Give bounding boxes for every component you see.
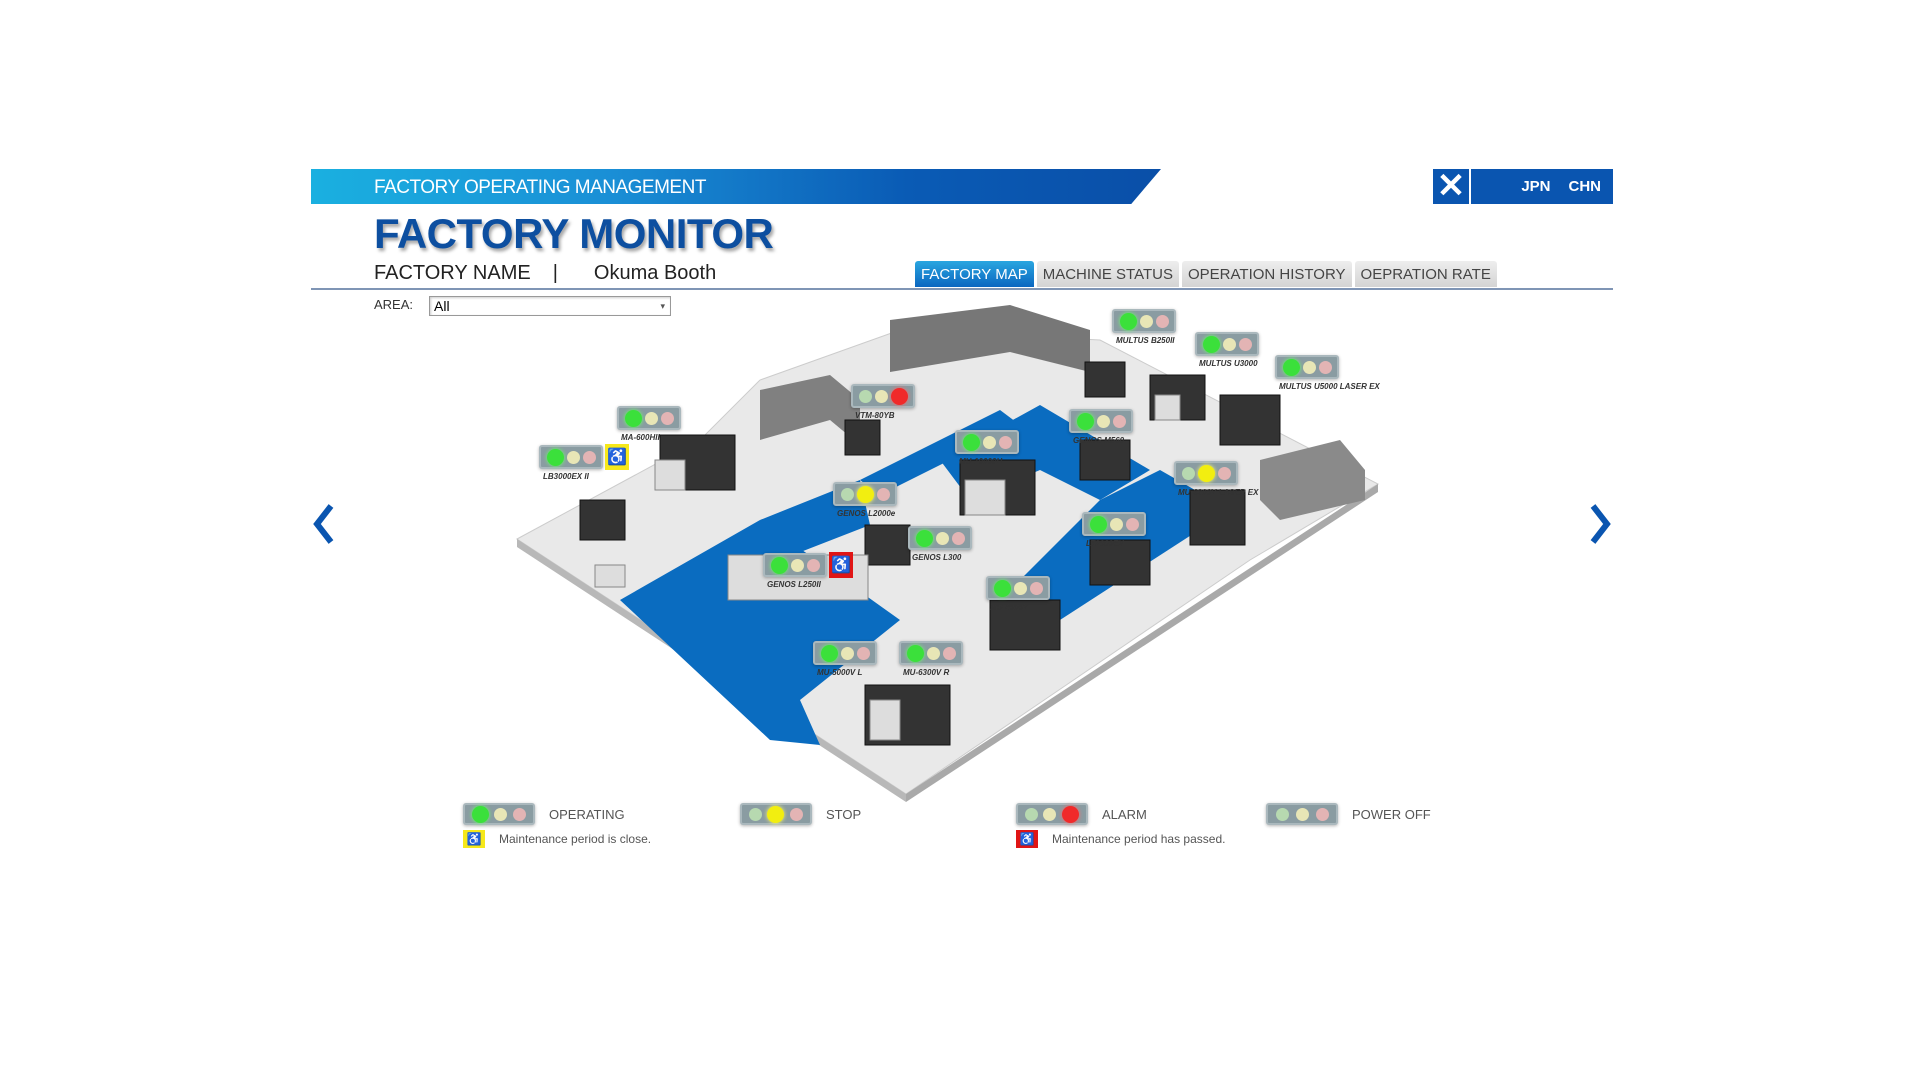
legend-label: POWER OFF bbox=[1352, 806, 1431, 822]
signal-light-operating[interactable] bbox=[1112, 309, 1176, 333]
machine-label: MU-6300V R bbox=[903, 668, 950, 677]
wall bbox=[1260, 440, 1365, 520]
machine bbox=[579, 499, 626, 541]
machine bbox=[1089, 539, 1151, 586]
wall bbox=[760, 375, 860, 445]
signal-light-stop[interactable] bbox=[833, 482, 897, 506]
machine-front bbox=[594, 564, 626, 588]
machine-front bbox=[964, 479, 1006, 516]
legend-label: ALARM bbox=[1102, 806, 1147, 822]
legend-maintenance-passed: ♿ Maintenance period has passed. bbox=[1016, 830, 1225, 848]
area-select[interactable]: All ▾ bbox=[429, 296, 671, 316]
area-select-value: All bbox=[434, 298, 450, 314]
machine bbox=[844, 419, 881, 456]
page-title: FACTORY MONITOR bbox=[374, 210, 774, 257]
signal-light-icon bbox=[1266, 803, 1338, 825]
machine-label: MULTUS B250II bbox=[1116, 336, 1175, 345]
machine-label: MULTUS U3000 bbox=[1199, 359, 1258, 368]
factory-name-label: FACTORY NAME bbox=[374, 262, 531, 284]
legend-label: Maintenance period has passed. bbox=[1052, 832, 1226, 846]
machine bbox=[1219, 394, 1281, 446]
machine-label: MU-4000V bbox=[990, 603, 1029, 612]
maintenance-close-icon: ♿ bbox=[463, 830, 485, 848]
machine-label: LT2000EX bbox=[1086, 539, 1124, 548]
legend-power-off: POWER OFF bbox=[1266, 803, 1431, 825]
factory-name-row: FACTORY NAME | Okuma Booth bbox=[374, 262, 716, 285]
machine-label: LB3000EX II bbox=[543, 472, 589, 481]
machine-front bbox=[1154, 394, 1181, 421]
machine bbox=[864, 524, 911, 566]
dropdown-caret-icon: ▾ bbox=[660, 301, 665, 311]
signal-light-operating[interactable] bbox=[1069, 409, 1133, 433]
machine-label: MA-600HII bbox=[621, 433, 660, 442]
tab-bar: FACTORY MAP MACHINE STATUS OPERATION HIS… bbox=[915, 261, 1497, 287]
language-switcher: JPN CHN bbox=[1471, 169, 1613, 204]
signal-light-stop[interactable] bbox=[1174, 461, 1238, 485]
previous-arrow-icon[interactable] bbox=[311, 502, 335, 546]
language-chn[interactable]: CHN bbox=[1568, 178, 1602, 195]
machine-front bbox=[654, 459, 686, 491]
machine-label: MULTUS U5000 LASER EX bbox=[1279, 382, 1380, 391]
wall bbox=[890, 305, 1090, 372]
signal-light-operating[interactable] bbox=[617, 406, 681, 430]
banner-text: FACTORY OPERATING MANAGEMENT bbox=[374, 177, 706, 198]
machine-label: GENOS L2000e bbox=[837, 509, 896, 518]
machine bbox=[1079, 439, 1131, 481]
signal-light-alarm[interactable] bbox=[851, 384, 915, 408]
maintenance-passed-icon: ♿ bbox=[1016, 830, 1038, 848]
signal-light-icon bbox=[740, 803, 812, 825]
legend-stop: STOP bbox=[740, 803, 861, 825]
legend-label: OPERATING bbox=[549, 806, 625, 822]
close-button[interactable]: ✕ bbox=[1433, 169, 1471, 204]
legend-maintenance-close: ♿ Maintenance period is close. bbox=[463, 830, 651, 848]
signal-light-operating[interactable] bbox=[763, 553, 827, 577]
signal-light-operating[interactable] bbox=[986, 576, 1050, 600]
maintenance-close-icon[interactable]: ♿ bbox=[605, 444, 629, 470]
machine-label: MU-6300V LASER EX bbox=[1178, 488, 1259, 497]
header-banner: FACTORY OPERATING MANAGEMENT bbox=[311, 169, 1161, 204]
factory-name-value: Okuma Booth bbox=[593, 262, 717, 284]
legend-operating: OPERATING bbox=[463, 803, 625, 825]
legend-label: STOP bbox=[826, 806, 862, 822]
maintenance-passed-icon[interactable]: ♿ bbox=[829, 552, 853, 578]
signal-light-operating[interactable] bbox=[813, 641, 877, 665]
next-arrow-icon[interactable] bbox=[1589, 502, 1613, 546]
machine-label: MU-5000V L bbox=[817, 668, 863, 677]
signal-light-operating[interactable] bbox=[908, 526, 972, 550]
header-divider bbox=[311, 288, 1613, 290]
machine-label: GENOS L250II bbox=[767, 580, 821, 589]
signal-light-operating[interactable] bbox=[1195, 332, 1259, 356]
machine-label: VTM-80YB bbox=[855, 411, 895, 420]
machine-label: GENOS M560 bbox=[1073, 436, 1125, 445]
signal-light-operating[interactable] bbox=[955, 430, 1019, 454]
signal-light-operating[interactable] bbox=[1275, 355, 1339, 379]
legend-label: Maintenance period is close. bbox=[499, 832, 652, 846]
legend-alarm: ALARM bbox=[1016, 803, 1147, 825]
signal-light-operating[interactable] bbox=[899, 641, 963, 665]
signal-light-icon bbox=[463, 803, 535, 825]
signal-light-operating[interactable] bbox=[539, 445, 603, 469]
tab-operation-rate[interactable]: OEPRATION RATE bbox=[1354, 261, 1497, 287]
tab-machine-status[interactable]: MACHINE STATUS bbox=[1036, 261, 1179, 287]
floor-shadow-edge-right bbox=[906, 484, 1378, 802]
area-label: AREA: bbox=[374, 297, 414, 312]
tab-operation-history[interactable]: OPERATION HISTORY bbox=[1182, 261, 1352, 287]
tab-factory-map[interactable]: FACTORY MAP bbox=[915, 261, 1034, 287]
machine bbox=[989, 599, 1061, 651]
signal-light-operating[interactable] bbox=[1082, 512, 1146, 536]
machine-front bbox=[869, 699, 901, 741]
machine bbox=[1084, 361, 1126, 398]
close-x-icon: ✕ bbox=[1436, 167, 1466, 205]
language-jpn[interactable]: JPN bbox=[1521, 178, 1551, 195]
machine bbox=[1189, 489, 1246, 546]
machine-label: GENOS L300 bbox=[912, 553, 962, 562]
signal-light-icon bbox=[1016, 803, 1088, 825]
separator: | bbox=[552, 262, 558, 284]
machine-label: MU-10000H bbox=[959, 457, 1003, 466]
